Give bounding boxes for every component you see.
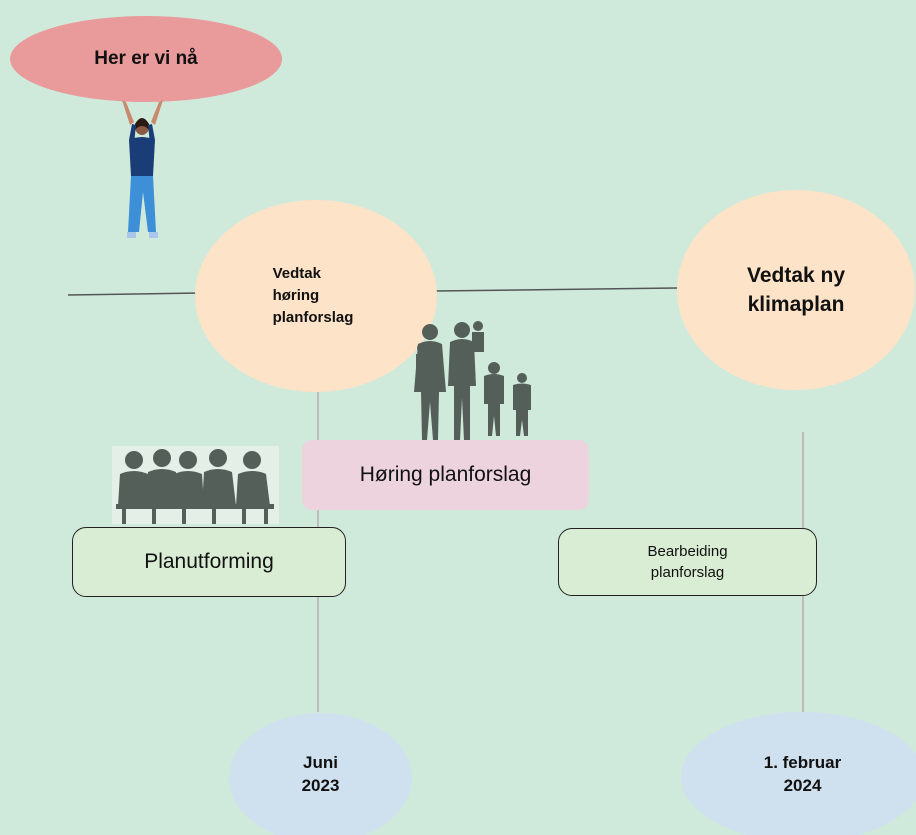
phase-horing-label: Høring planforslag bbox=[359, 463, 532, 486]
milestone-vedtak-horing: Vedtak høring planforslag bbox=[195, 200, 437, 392]
date-juni-label: Juni 2023 bbox=[301, 753, 340, 795]
date-februar-label: 1. februar 2024 bbox=[763, 753, 842, 795]
phase-planutforming-label: Planutforming bbox=[144, 550, 274, 573]
woman-raising-arms-icon bbox=[122, 100, 163, 238]
date-februar-2024: 1. februar 2024 bbox=[681, 712, 916, 835]
phase-planutforming: Planutforming bbox=[72, 527, 346, 597]
horizontal-timeline-right bbox=[435, 287, 679, 292]
phase-horing-planforslag: Høring planforslag bbox=[302, 440, 589, 510]
milestone-vedtak-horing-label: Vedtak høring planforslag bbox=[272, 265, 354, 326]
horizontal-timeline-left bbox=[67, 292, 201, 296]
date-juni-2023: Juni 2023 bbox=[229, 713, 412, 835]
meeting-silhouette-icon bbox=[112, 446, 279, 524]
phase-bearbeiding-planforslag: Bearbeiding planforslag bbox=[558, 528, 817, 596]
here-we-are-ellipse: Her er vi nå bbox=[10, 16, 282, 102]
milestone-vedtak-klimaplan: Vedtak ny klimaplan bbox=[677, 190, 915, 390]
family-silhouette-icon bbox=[414, 321, 531, 440]
here-we-are-label: Her er vi nå bbox=[94, 48, 198, 69]
phase-bearbeiding-label: Bearbeiding planforslag bbox=[647, 543, 728, 581]
milestone-vedtak-klimaplan-label: Vedtak ny klimaplan bbox=[746, 264, 846, 316]
